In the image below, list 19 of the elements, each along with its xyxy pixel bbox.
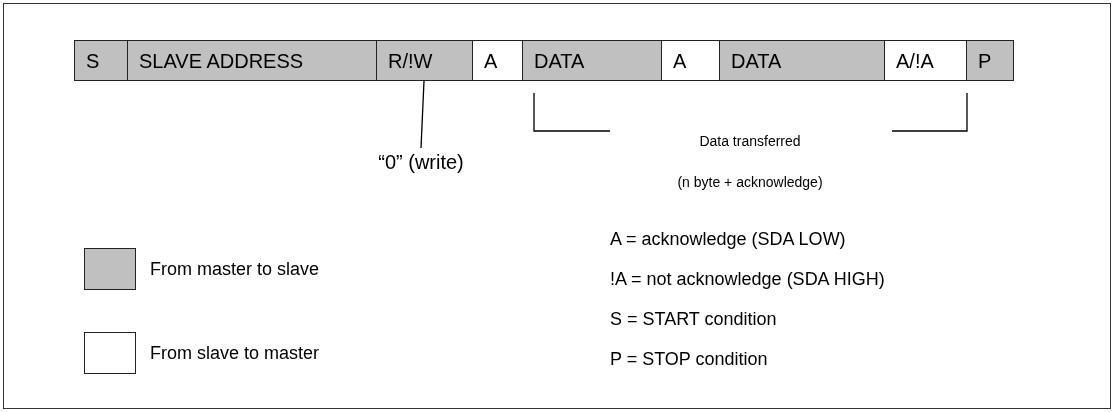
frame-cell: P: [966, 40, 1014, 81]
note-text: (n byte + acknowledge): [676, 173, 824, 192]
note-text: A = acknowledge (SDA LOW): [610, 228, 847, 251]
legend-text: From slave to master: [150, 342, 320, 365]
frame-cell: A: [661, 40, 720, 81]
leader-label: “0” (write): [361, 148, 481, 176]
note-text: S = START condition: [610, 308, 778, 331]
frame-cell: SLAVE ADDRESS: [127, 40, 377, 81]
frame-cell: DATA: [522, 40, 662, 81]
note-text: Data transferred: [698, 132, 802, 151]
legend-text: From master to slave: [150, 258, 320, 281]
note-text: P = STOP condition: [610, 348, 769, 371]
note-text: !A = not acknowledge (SDA HIGH): [610, 268, 886, 291]
frame-cell: DATA: [719, 40, 885, 81]
frame-cell: S: [74, 40, 128, 81]
frame-cell: A: [472, 40, 523, 81]
leader-line: [420, 80, 425, 149]
frame-cell: R/!W: [376, 40, 473, 81]
frame-cell: A/!A: [884, 40, 967, 81]
